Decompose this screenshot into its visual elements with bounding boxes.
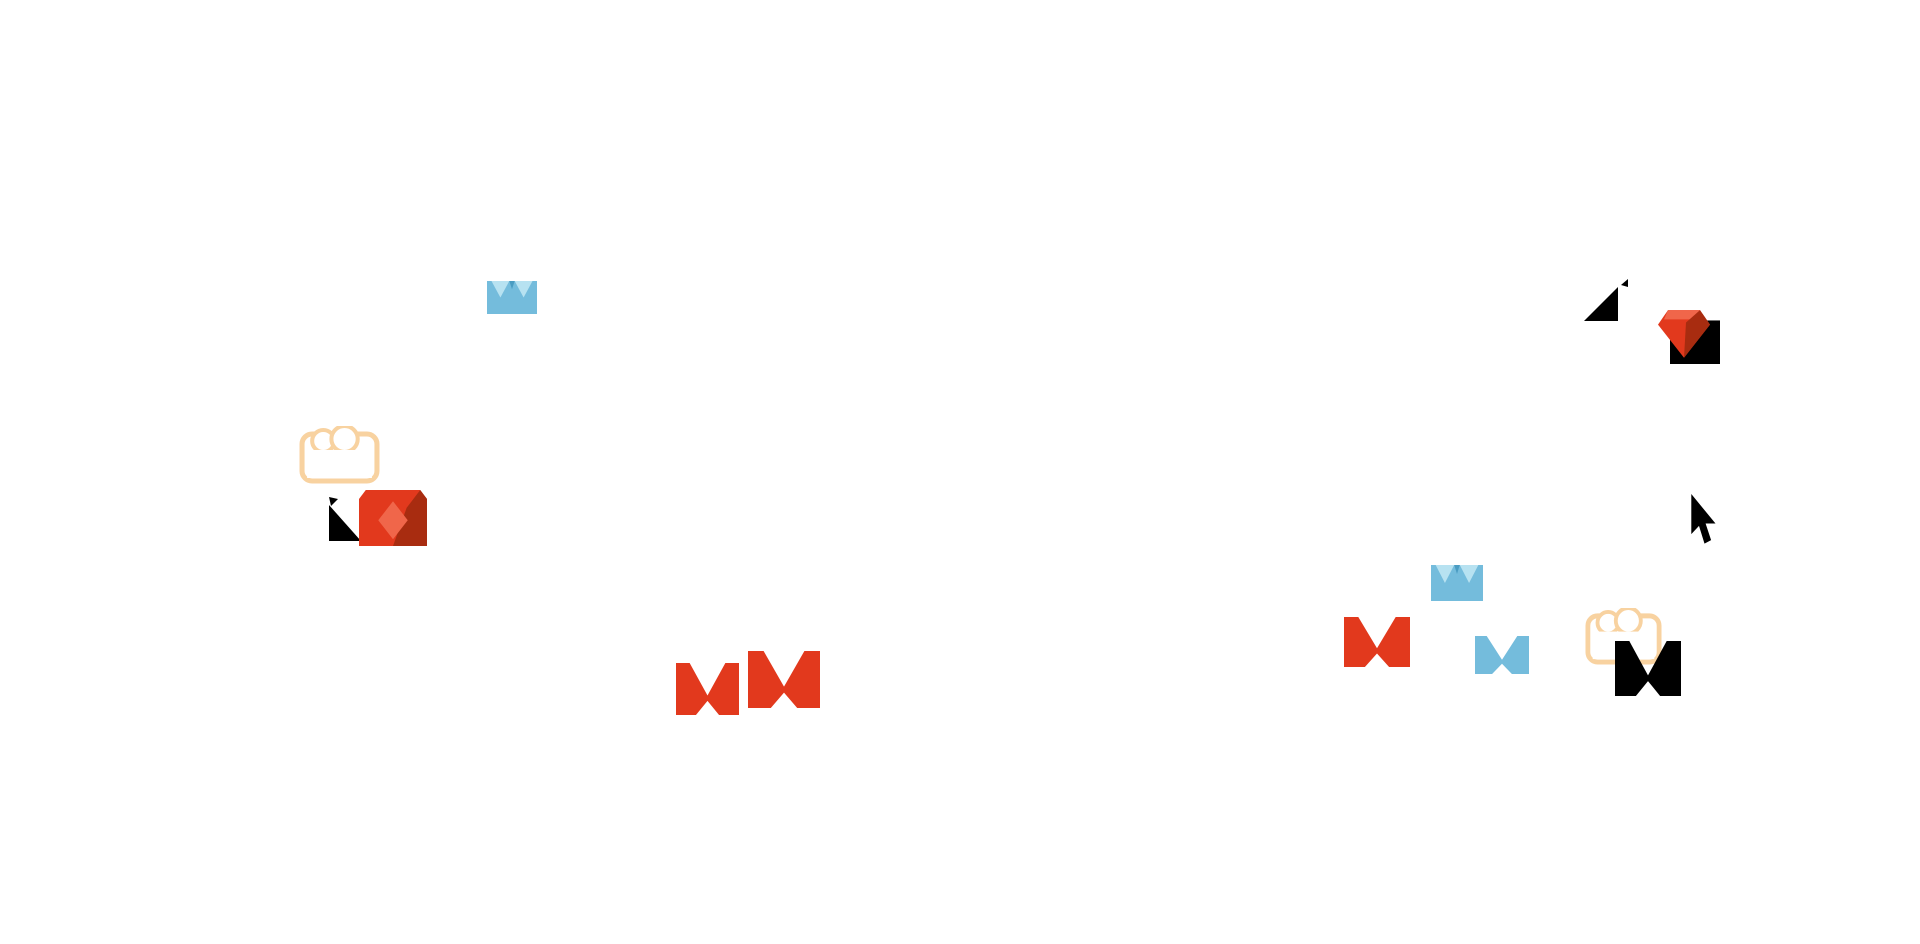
ruby-red-shadowed[interactable] [1656, 308, 1720, 364]
gem-pavilion-red-2[interactable] [676, 663, 739, 715]
cloud-outline-peach-1[interactable] [299, 426, 380, 484]
peak-black [1584, 279, 1628, 323]
gem-crown-blue-2[interactable] [1431, 565, 1483, 601]
cursor-arrow-black [1688, 494, 1721, 546]
cursor-triangle-black [327, 497, 365, 545]
gem-pavilion-red-3[interactable] [748, 651, 820, 708]
gem-crown-blue-1[interactable] [487, 281, 537, 314]
gem-pavilion-blue[interactable] [1475, 636, 1529, 674]
gem-pavilion-black[interactable] [1615, 641, 1681, 696]
gem-square-red[interactable] [359, 490, 427, 546]
gem-pavilion-red-1[interactable] [1344, 617, 1410, 667]
